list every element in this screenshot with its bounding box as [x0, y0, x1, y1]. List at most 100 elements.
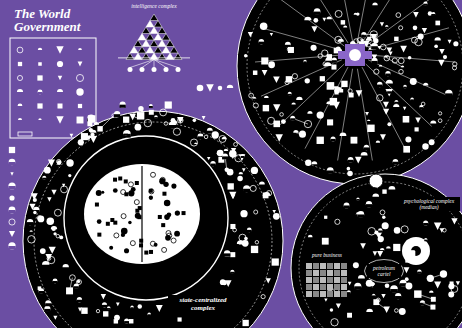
symbol: [415, 117, 421, 123]
symbol: [142, 53, 150, 60]
symbol: [377, 251, 383, 257]
symbol: [154, 60, 178, 68]
symbol: [38, 216, 45, 223]
symbol: [440, 270, 447, 277]
radial-line: [261, 28, 342, 50]
symbol: [114, 315, 120, 321]
symbol: [314, 8, 321, 15]
symbol: [126, 53, 134, 60]
symbol: [101, 191, 104, 194]
symbol: [385, 25, 388, 28]
symbol: [90, 136, 97, 143]
symbol: [207, 128, 213, 134]
symbol: [227, 85, 233, 88]
symbol: [137, 112, 144, 119]
symbol: [124, 134, 128, 136]
symbol: [387, 89, 392, 94]
symbol: [77, 117, 84, 124]
symbol: [423, 4, 427, 6]
symbol: [348, 282, 352, 286]
symbol: [237, 176, 242, 181]
symbol: [371, 43, 377, 49]
symbol: [372, 193, 379, 196]
symbol: [303, 61, 306, 63]
symbol: [142, 27, 150, 34]
symbol: [303, 60, 306, 63]
symbol: [241, 154, 245, 158]
symbol: [376, 298, 380, 302]
symbol: [410, 78, 417, 85]
symbol: [49, 247, 56, 254]
symbol: [434, 222, 442, 230]
symbol: [224, 250, 230, 256]
symbol: [290, 116, 295, 121]
symbol: [229, 192, 236, 199]
complex-region: psychological complex (medias)pure busin…: [290, 173, 462, 328]
symbol: [150, 27, 158, 34]
symbol: [439, 49, 444, 54]
ring: [64, 136, 228, 300]
complex-circle: [291, 174, 462, 328]
symbol: [451, 218, 457, 224]
symbol: [401, 226, 408, 233]
symbol: [210, 161, 215, 166]
symbol: [357, 214, 364, 217]
symbol: [243, 189, 250, 193]
symbol: [42, 176, 46, 180]
symbol: [66, 287, 73, 294]
symbol: [268, 61, 275, 68]
symbol: [193, 119, 197, 123]
ring: [299, 182, 462, 328]
symbol: [123, 130, 131, 138]
symbol: [149, 189, 153, 193]
symbol: [121, 190, 126, 195]
symbol: [166, 53, 174, 60]
symbol: [393, 104, 399, 107]
symbol: [57, 103, 62, 108]
symbol: [44, 306, 50, 312]
symbol: [118, 57, 190, 59]
symbol: [33, 210, 39, 213]
symbol: [128, 190, 134, 196]
symbol: [445, 90, 452, 97]
symbol: [114, 233, 119, 238]
symbol: [138, 304, 142, 308]
symbol: [107, 308, 111, 310]
symbol: [150, 14, 158, 21]
radial-line: [366, 0, 432, 46]
symbol: [239, 154, 245, 160]
symbol: [123, 117, 129, 123]
symbol: [435, 21, 440, 26]
symbol: [322, 18, 326, 22]
symbol: [68, 174, 71, 177]
symbol: [367, 125, 374, 132]
symbol: [434, 282, 441, 289]
symbol: [380, 210, 385, 215]
symbol: [403, 116, 410, 123]
symbol: [224, 253, 230, 256]
symbol: [107, 306, 111, 310]
symbol: [130, 47, 138, 54]
symbol: [76, 74, 83, 81]
symbol: [403, 146, 410, 153]
symbol: [207, 157, 210, 160]
oval-outline: [365, 260, 404, 283]
symbol: [408, 56, 412, 60]
pyramid: [118, 14, 190, 72]
symbol: [403, 87, 407, 89]
symbol: [288, 92, 292, 96]
symbol: [272, 210, 276, 214]
symbol: [320, 263, 326, 269]
symbol: [37, 103, 42, 108]
symbol: [18, 62, 22, 66]
radial-line: [305, 0, 348, 43]
symbol: [154, 34, 162, 41]
symbol: [57, 89, 63, 95]
symbol: [38, 92, 43, 94]
symbol: [379, 65, 383, 67]
symbol: [38, 291, 44, 294]
symbol: [264, 96, 269, 98]
symbol: [18, 104, 23, 106]
symbol: [182, 211, 186, 215]
symbol: [90, 133, 94, 137]
